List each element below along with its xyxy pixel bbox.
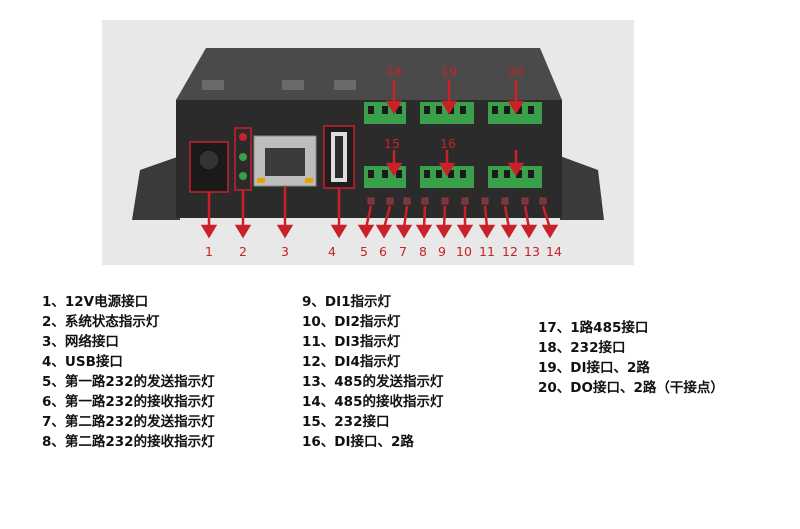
callout-10: 10 — [456, 244, 472, 259]
legend-item: 13、485的发送指示灯 — [302, 374, 444, 390]
legend-item: 14、485的接收指示灯 — [302, 394, 444, 410]
callout-5: 5 — [360, 244, 368, 259]
callout-4: 4 — [328, 244, 336, 259]
legend-item: 5、第一路232的发送指示灯 — [42, 374, 215, 390]
legend-item: 3、网络接口 — [42, 334, 119, 350]
callout-7: 7 — [399, 244, 407, 259]
legend-item: 18、232接口 — [538, 340, 626, 356]
legend-item: 2、系统状态指示灯 — [42, 314, 160, 330]
legend-item: 20、DO接口、2路（干接点） — [538, 380, 724, 396]
callout-1: 1 — [205, 244, 213, 259]
legend-item: 16、DI接口、2路 — [302, 434, 414, 450]
legend-item: 10、DI2指示灯 — [302, 314, 401, 330]
legend-column-3: 17、1路485接口 18、232接口 19、DI接口、2路 20、DO接口、2… — [538, 318, 724, 398]
legend-item: 6、第一路232的接收指示灯 — [42, 394, 215, 410]
left-flange — [132, 156, 180, 220]
callout-9: 9 — [438, 244, 446, 259]
device-photo: 1 2 3 4 5 6 7 8 9 10 11 12 13 14 18 19 2… — [102, 20, 634, 265]
legend-item: 8、第二路232的接收指示灯 — [42, 434, 215, 450]
legend-column-1: 1、12V电源接口 2、系统状态指示灯 3、网络接口 4、USB接口 5、第一路… — [42, 292, 215, 452]
top-arrows — [385, 80, 525, 177]
callout-11: 11 — [479, 244, 495, 259]
device-illustration: 1 2 3 4 5 6 7 8 9 10 11 12 13 14 18 19 2… — [132, 48, 604, 259]
callout-15: 15 — [384, 136, 400, 151]
legend-item: 9、DI1指示灯 — [302, 294, 392, 310]
legend-item: 11、DI3指示灯 — [302, 334, 401, 350]
callout-3: 3 — [281, 244, 289, 259]
callout-12: 12 — [502, 244, 518, 259]
callout-13: 13 — [524, 244, 540, 259]
callout-19: 19 — [441, 64, 457, 79]
terminal-block-1 — [360, 100, 410, 210]
callout-8: 8 — [419, 244, 427, 259]
callout-18: 18 — [386, 64, 402, 79]
legend-item: 4、USB接口 — [42, 354, 123, 370]
legend-item: 15、232接口 — [302, 414, 390, 430]
right-flange — [560, 156, 604, 220]
legend-item: 17、1路485接口 — [538, 320, 649, 336]
legend-item: 7、第二路232的发送指示灯 — [42, 414, 215, 430]
bottom-arrows — [200, 186, 559, 239]
legend-item: 19、DI接口、2路 — [538, 360, 650, 376]
legend-item: 12、DI4指示灯 — [302, 354, 401, 370]
callout-20: 20 — [508, 64, 524, 79]
legend-column-2: 9、DI1指示灯 10、DI2指示灯 11、DI3指示灯 12、DI4指示灯 1… — [302, 292, 443, 452]
callout-6: 6 — [379, 244, 387, 259]
callout-14: 14 — [546, 244, 562, 259]
chassis-top — [176, 48, 562, 100]
callout-2: 2 — [239, 244, 247, 259]
legend-item: 1、12V电源接口 — [42, 294, 149, 310]
callout-16: 16 — [440, 136, 456, 151]
